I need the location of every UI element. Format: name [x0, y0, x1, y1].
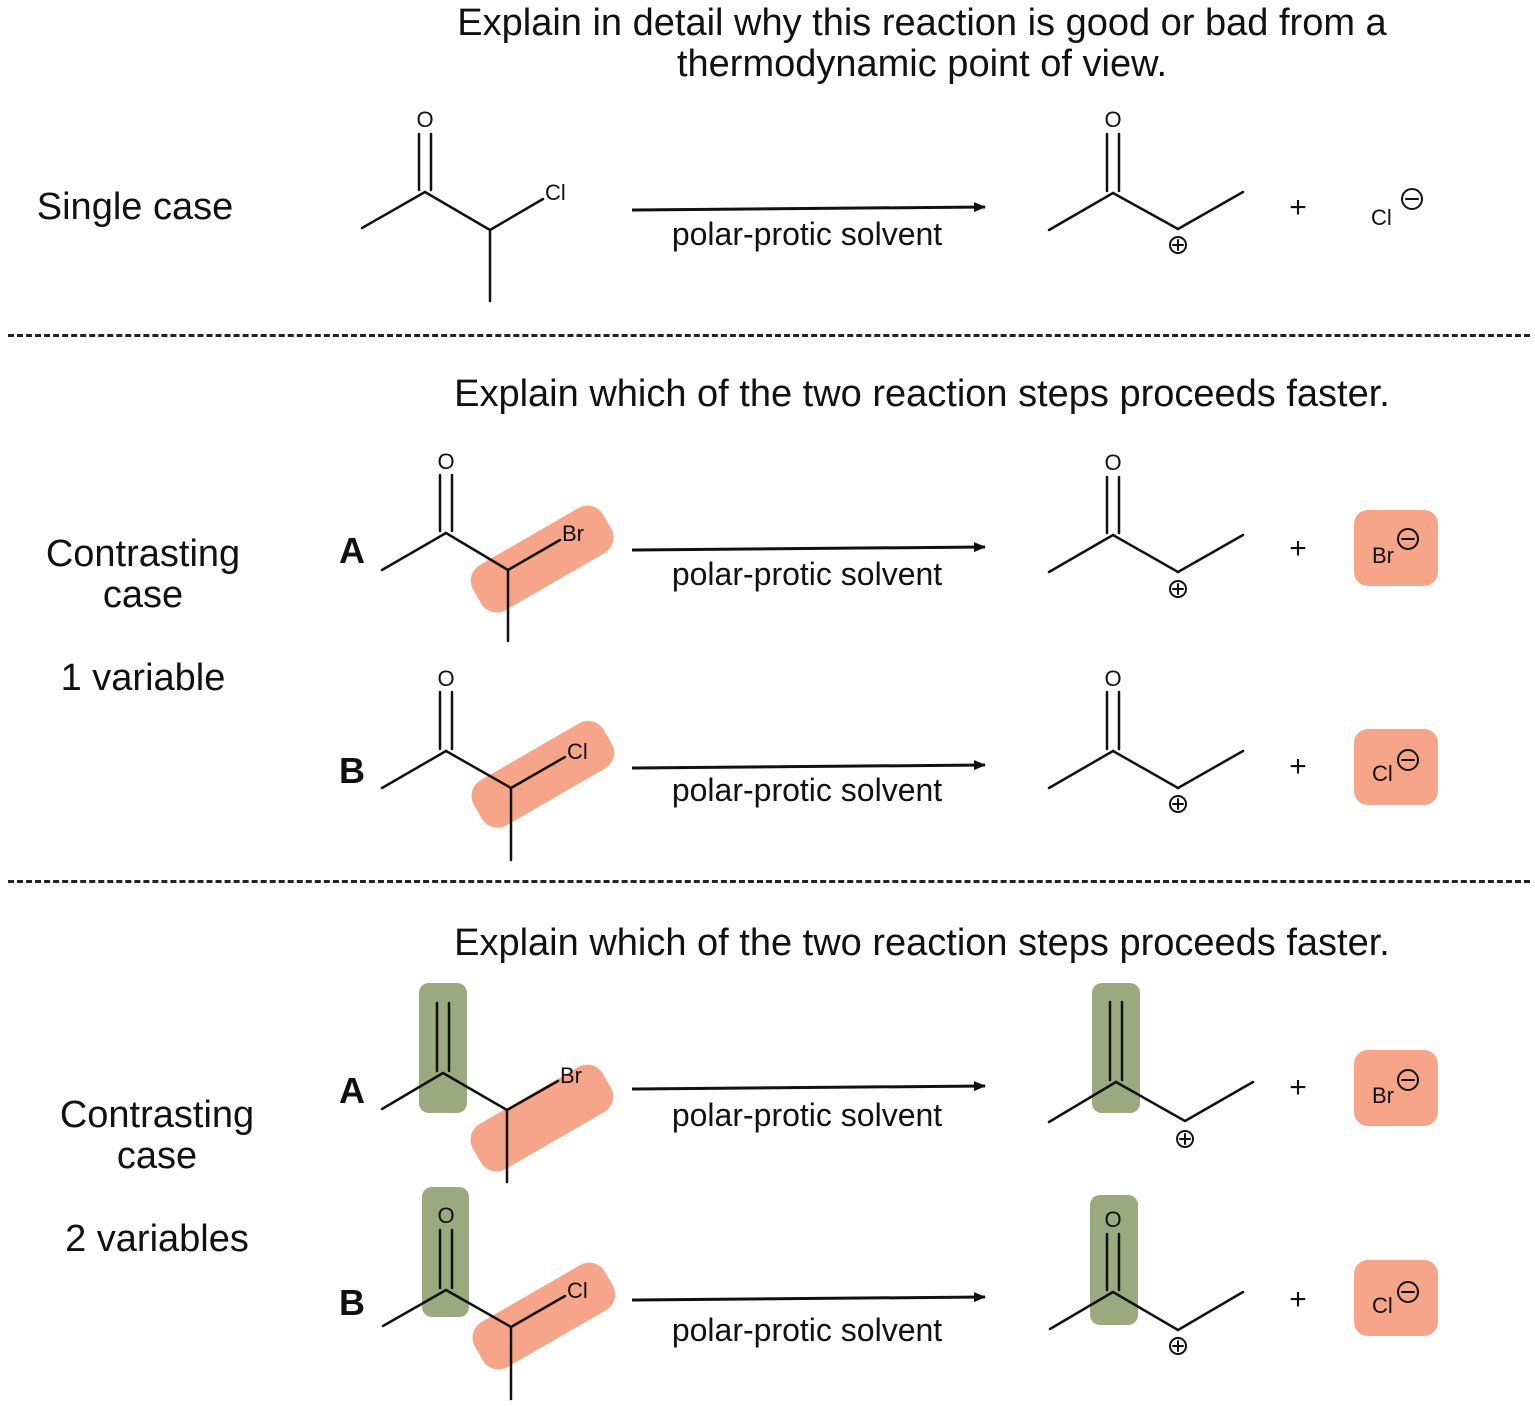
reaction-arrow-2a [631, 542, 986, 553]
svg-text:Br: Br [1372, 1083, 1394, 1108]
svg-text:O: O [1104, 666, 1121, 691]
svg-text:+: + [1289, 750, 1307, 783]
reaction-arrow-single [631, 202, 986, 213]
svg-text:Br: Br [1372, 543, 1394, 568]
svg-text:O: O [437, 1203, 454, 1228]
svg-text:polar-protic solvent: polar-protic solvent [672, 556, 942, 592]
svg-text:Cl: Cl [1372, 1293, 1393, 1318]
svg-text:O: O [1104, 107, 1121, 132]
svg-text:Cl: Cl [567, 739, 588, 764]
product-2b: O [1047, 666, 1245, 813]
label-contrasting-case-1: Contrasting [45, 533, 241, 575]
leaving-group-3a: Br [1354, 1050, 1438, 1126]
svg-text:+: + [1289, 1071, 1307, 1104]
prompt-contrast-2: Explain which of the two reaction steps … [454, 922, 1390, 964]
prompt-contrast-1: Explain which of the two reaction steps … [454, 373, 1390, 415]
label-1-variable: 1 variable [60, 657, 226, 699]
svg-text:polar-protic solvent: polar-protic solvent [672, 1312, 942, 1348]
label-case-1: case [102, 574, 184, 616]
svg-text:+: + [1289, 1283, 1307, 1316]
reactant-2a: O Br [380, 449, 614, 643]
reaction-arrow-3a [631, 1081, 986, 1092]
svg-text:Br: Br [560, 1063, 582, 1088]
bromine-label: Br [562, 521, 584, 546]
condition-single: polar-protic solvent [672, 216, 942, 252]
product-single: O [1047, 107, 1245, 254]
svg-text:Cl: Cl [1372, 761, 1393, 786]
reaction-letter-b-1: B [339, 750, 365, 791]
svg-text:O: O [437, 449, 454, 474]
svg-text:Cl: Cl [1371, 205, 1392, 230]
label-single-case: Single case [36, 186, 234, 228]
svg-text:O: O [437, 666, 454, 691]
svg-text:Cl: Cl [567, 1278, 588, 1303]
reactant-3a: Br [380, 983, 614, 1184]
svg-text:+: + [1289, 532, 1307, 565]
product-3b: O [1048, 1195, 1245, 1355]
reaction-arrow-3b [631, 1292, 986, 1303]
label-case-2: case [116, 1135, 198, 1177]
leaving-group-2a: Br [1354, 510, 1438, 586]
chlorine-label: Cl [545, 180, 566, 205]
leaving-group-2b: Cl [1354, 729, 1438, 805]
prompt-single-line1: Explain in detail why this reaction is g… [457, 2, 1387, 44]
reactant-2b: O Cl [380, 666, 615, 862]
reaction-letter-b-2: B [339, 1282, 365, 1323]
svg-text:polar-protic solvent: polar-protic solvent [672, 1097, 942, 1133]
section-divider-1 [8, 334, 1530, 337]
leaving-group-3b: Cl [1354, 1260, 1438, 1336]
svg-text:polar-protic solvent: polar-protic solvent [672, 772, 942, 808]
svg-text:O: O [1104, 450, 1121, 475]
reactant-3b: O Cl [381, 1187, 616, 1401]
section-divider-2 [8, 880, 1530, 883]
label-2-variables: 2 variables [65, 1218, 249, 1260]
reaction-letter-a-1: A [339, 530, 365, 571]
leaving-group-single: Cl [1371, 188, 1423, 230]
plus-single: + [1289, 191, 1307, 224]
reaction-letter-a-2: A [339, 1070, 365, 1111]
label-contrasting-case-2: Contrasting [59, 1094, 255, 1136]
oxygen-label: O [416, 107, 433, 132]
reaction-arrow-2b [631, 760, 986, 771]
product-3a [1047, 983, 1255, 1148]
svg-text:O: O [1104, 1207, 1121, 1232]
product-2a: O [1047, 450, 1245, 598]
prompt-single-line2: thermodynamic point of view. [676, 43, 1167, 85]
reactant-single: O Cl [360, 107, 566, 303]
